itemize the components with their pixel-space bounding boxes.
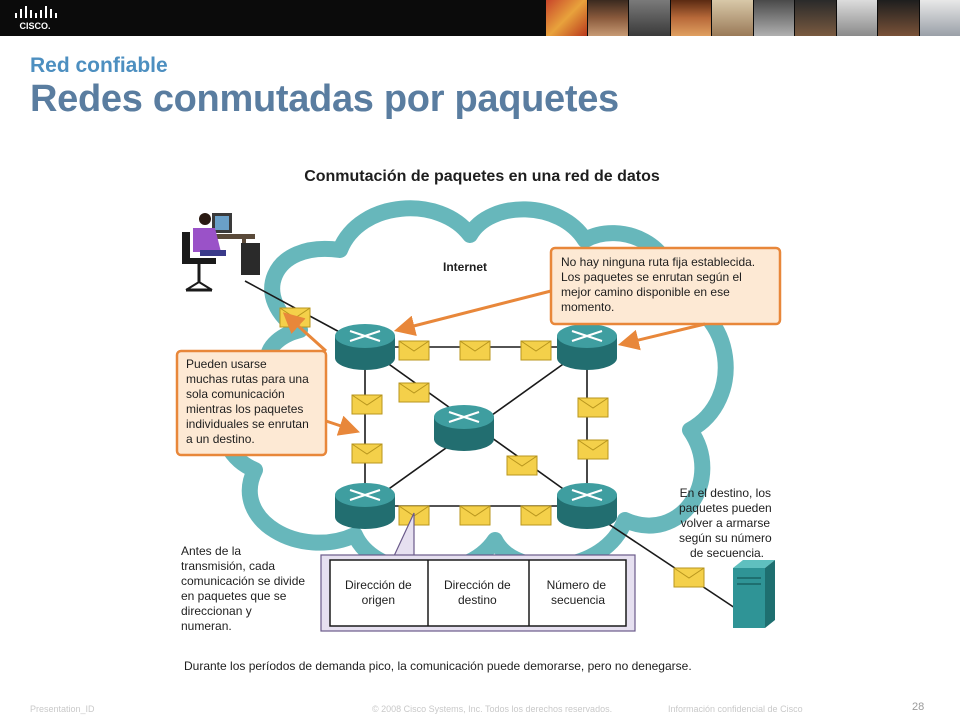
transmission-note-line: numeran. bbox=[181, 619, 232, 633]
header-photo bbox=[712, 0, 753, 36]
transmission-note-line: direccionan y bbox=[181, 604, 252, 618]
cisco-wordmark: CISCO. bbox=[19, 21, 50, 31]
envelope-icon bbox=[398, 340, 430, 361]
envelope-icon bbox=[398, 382, 430, 403]
packet-field-sequence: secuencia bbox=[551, 593, 605, 607]
router-top-left bbox=[335, 324, 395, 370]
router-top-right bbox=[557, 324, 617, 370]
envelope-icon bbox=[577, 439, 609, 460]
header-photo bbox=[546, 0, 587, 36]
envelope-icon bbox=[351, 443, 383, 464]
footer-copyright: © 2008 Cisco Systems, Inc. Todos los der… bbox=[372, 704, 613, 714]
router-bottom-right bbox=[557, 483, 617, 529]
cloud-label: Internet bbox=[443, 260, 487, 274]
svg-text:Antes de la transmisión, c: Antes de la transmisión, cada comunicaci… bbox=[181, 544, 308, 633]
packet-field-destination: Dirección de bbox=[444, 578, 511, 592]
destination-note-line: de secuencia. bbox=[690, 546, 764, 560]
diagram-caption: Durante los períodos de demanda pico, la… bbox=[184, 659, 692, 673]
callout-line: Los paquetes se enrutan según el bbox=[561, 270, 742, 284]
packet-envelopes bbox=[279, 307, 705, 588]
diagram-title: Conmutación de paquetes en una red de da… bbox=[304, 168, 660, 185]
svg-text:No hay ninguna ruta fija estab: No hay ninguna ruta fija establecida. Lo… bbox=[561, 255, 758, 314]
footer-confidential: Información confidencial de Cisco bbox=[668, 704, 803, 714]
callout-line: sola comunicación bbox=[186, 387, 285, 401]
destination-note-line: En el destino, los bbox=[680, 486, 771, 500]
transmission-note-line: en paquetes que se bbox=[181, 589, 287, 603]
transmission-note-line: comunicación se divide bbox=[181, 574, 305, 588]
header-photo bbox=[919, 0, 960, 36]
callout-line: Pueden usarse bbox=[186, 357, 267, 371]
callout-line: No hay ninguna ruta fija establecida. bbox=[561, 255, 755, 269]
header-photo bbox=[836, 0, 877, 36]
svg-text:En el destino, los paquete: En el destino, los paquetes pueden volve… bbox=[679, 486, 775, 560]
packet-field-source: origen bbox=[362, 593, 395, 607]
svg-text:Pueden usarse muchas rutas: Pueden usarse muchas rutas para una sola… bbox=[186, 357, 312, 446]
internet-cloud bbox=[213, 200, 734, 580]
destination-note-line: paquetes pueden bbox=[679, 501, 772, 515]
page-number: 28 bbox=[912, 701, 925, 713]
callout-line: muchas rutas para una bbox=[186, 372, 309, 386]
callout-line: momento. bbox=[561, 300, 614, 314]
envelope-icon bbox=[351, 394, 383, 415]
callout-multiple-paths bbox=[175, 349, 328, 457]
envelope-icon bbox=[459, 505, 491, 526]
user-workstation-icon bbox=[182, 213, 260, 292]
header-photo bbox=[878, 0, 919, 36]
destination-note-line: volver a armarse bbox=[681, 516, 771, 530]
cisco-logo: CISCO. bbox=[15, 6, 57, 31]
envelope-icon bbox=[577, 397, 609, 418]
svg-text:Dirección de origen Di: Dirección de origen Dirección de destino… bbox=[345, 578, 609, 607]
callout-no-fixed-route bbox=[549, 246, 782, 326]
footer-presentation-id: Presentation_ID bbox=[30, 704, 95, 714]
packet-field-sequence: Número de bbox=[547, 578, 607, 592]
destination-note-line: según su número bbox=[679, 531, 772, 545]
envelope-icon bbox=[520, 340, 552, 361]
envelope-icon bbox=[673, 567, 705, 588]
header-photo bbox=[587, 0, 628, 36]
envelope-icon bbox=[459, 340, 491, 361]
header-photo bbox=[795, 0, 836, 36]
router-center bbox=[434, 405, 494, 451]
packet-field-source: Dirección de bbox=[345, 578, 412, 592]
callout-arrows bbox=[282, 289, 706, 436]
transmission-note-line: transmisión, cada bbox=[181, 559, 275, 573]
envelope-icon bbox=[520, 505, 552, 526]
header-photo bbox=[629, 0, 670, 36]
callout-line: mientras los paquetes bbox=[186, 402, 303, 416]
callout-line: a un destino. bbox=[186, 432, 255, 446]
header-photo-strip bbox=[545, 0, 960, 36]
envelope-icon bbox=[506, 455, 538, 476]
destination-server-icon bbox=[733, 560, 775, 628]
slide-title: Redes conmutadas por paquetes bbox=[30, 78, 619, 120]
transmission-note-line: Antes de la bbox=[181, 544, 241, 558]
packet-field-destination: destino bbox=[458, 593, 497, 607]
header-photo bbox=[753, 0, 794, 36]
header-photo bbox=[670, 0, 711, 36]
top-banner: CISCO. bbox=[0, 0, 960, 36]
slide-subtitle: Red confiable bbox=[30, 54, 168, 77]
callout-line: mejor camino disponible en ese bbox=[561, 285, 730, 299]
router-bottom-left bbox=[335, 483, 395, 529]
callout-line: individuales se enrutan bbox=[186, 417, 309, 431]
